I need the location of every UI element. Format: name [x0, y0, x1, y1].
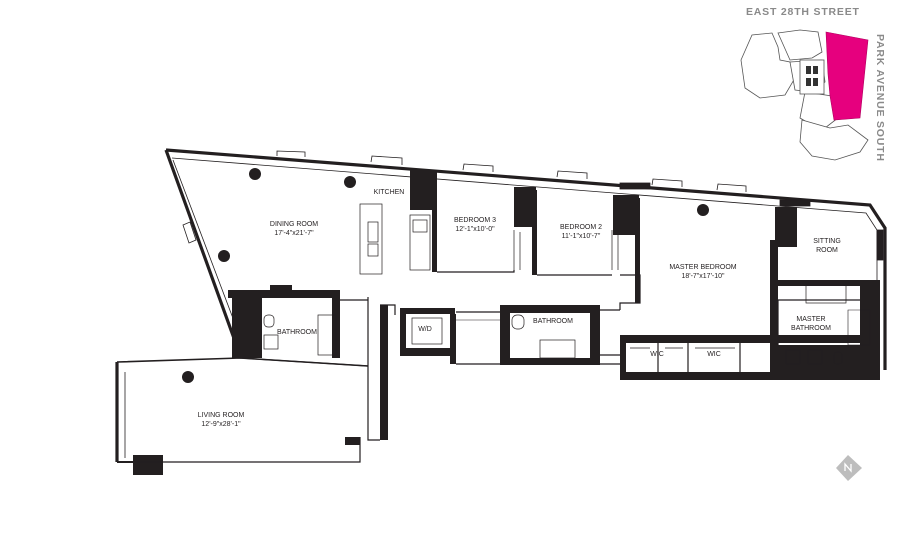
unit-highlight — [825, 31, 869, 121]
north-arrow-icon — [836, 455, 862, 481]
room-dimensions: 17'-4"x21'-7" — [274, 230, 314, 237]
room-name-line2: BATHROOM — [791, 325, 831, 332]
room-label-dining: DINING ROOM 17'-4"x21'-7" — [270, 220, 318, 238]
room-name: MASTER BEDROOM — [669, 264, 737, 271]
room-name: DINING ROOM — [269, 221, 319, 228]
windows — [182, 150, 884, 261]
room-label-living: LIVING ROOM 12'-9"x28'-1" — [198, 411, 245, 429]
room-name: WIC — [650, 351, 664, 358]
room-label-master-bathroom: MASTER BATHROOM — [791, 315, 831, 333]
room-label-sitting: SITTING ROOM — [813, 237, 841, 255]
room-label-kitchen: KITCHEN — [374, 188, 405, 197]
room-name: KITCHEN — [373, 189, 405, 196]
room-name: BATHROOM — [533, 318, 573, 325]
room-dimensions: 18'-7"x17'-10" — [681, 273, 725, 280]
room-label-wic-1: WIC — [650, 350, 664, 359]
room-name-line2: ROOM — [816, 247, 838, 254]
room-label-bathroom-2: BATHROOM — [533, 317, 573, 326]
room-name: WIC — [707, 351, 721, 358]
room-label-bathroom-1: BATHROOM — [277, 328, 317, 337]
room-label-bedroom2: BEDROOM 2 11'-1"x10'-7" — [560, 223, 602, 241]
key-plan — [740, 29, 869, 161]
room-dimensions: 12'-1"x10'-0" — [455, 226, 495, 233]
room-name: LIVING ROOM — [197, 412, 245, 419]
room-name: BATHROOM — [277, 329, 317, 336]
room-label-wd: W/D — [418, 325, 432, 334]
walls — [133, 170, 880, 475]
room-name: BEDROOM 2 — [559, 224, 603, 231]
street-label-east: PARK AVENUE SOUTH — [874, 34, 886, 162]
room-dimensions: 12'-9"x28'-1" — [201, 421, 241, 428]
room-dimensions: 11'-1"x10'-7" — [561, 233, 601, 240]
columns — [182, 168, 709, 383]
street-label-north: EAST 28TH STREET — [746, 6, 860, 18]
room-name: BEDROOM 3 — [453, 217, 497, 224]
room-name: MASTER — [796, 316, 826, 323]
interior-walls — [135, 270, 871, 463]
room-label-wic-2: WIC — [707, 350, 721, 359]
room-label-bedroom3: BEDROOM 3 12'-1"x10'-0" — [454, 216, 496, 234]
room-label-master-bedroom: MASTER BEDROOM 18'-7"x17'-10" — [669, 263, 736, 281]
room-name: SITTING — [813, 238, 841, 245]
fixtures — [263, 203, 847, 365]
room-name: W/D — [418, 326, 432, 333]
